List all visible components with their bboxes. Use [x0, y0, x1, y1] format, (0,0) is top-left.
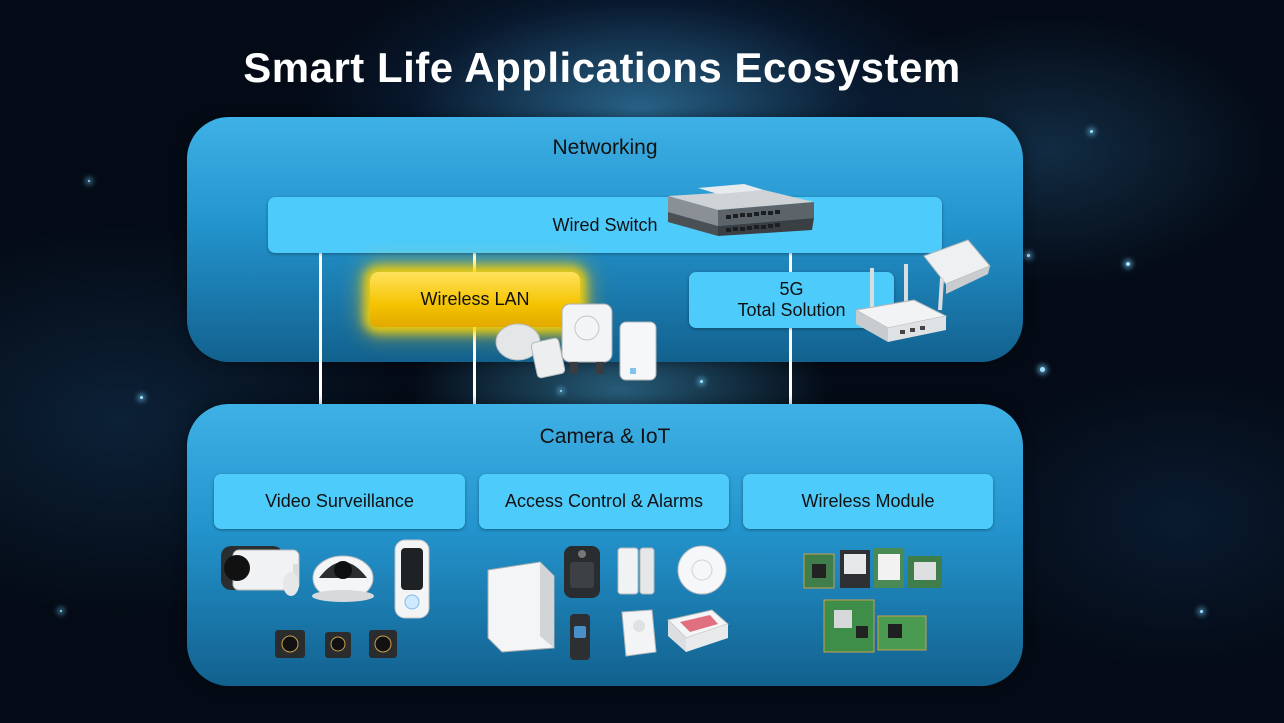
- networking-title: Networking: [552, 136, 658, 159]
- wireless-lan-box: Wireless LAN: [370, 272, 580, 327]
- wireless-access-point-icon: [495, 303, 657, 381]
- camera-iot-title: Camera & IoT: [539, 425, 671, 448]
- category-label: Wireless Module: [801, 491, 935, 511]
- category-label: Access Control & Alarms: [504, 491, 704, 511]
- security-camera-icon: [221, 539, 430, 658]
- connector-line: [319, 253, 322, 405]
- 5g-router-icon: [854, 239, 991, 342]
- connector-line: [473, 253, 476, 405]
- category-access-control: Access Control & Alarms: [479, 474, 729, 529]
- 5g-line-2: Total Solution: [737, 300, 846, 320]
- access-control-devices-icon: [487, 545, 729, 660]
- wireless-module-icon: [803, 548, 942, 653]
- wired-switch-box: Wired Switch: [268, 197, 942, 253]
- connector-line: [789, 253, 792, 405]
- category-video-surveillance: Video Surveillance: [214, 474, 465, 529]
- category-label: Video Surveillance: [265, 491, 414, 511]
- network-switch-icon: [668, 184, 814, 236]
- page-title: Smart Life Applications Ecosystem: [243, 44, 961, 91]
- wireless-lan-label: Wireless LAN: [420, 289, 530, 309]
- wired-switch-label: Wired Switch: [552, 214, 658, 235]
- category-wireless-module: Wireless Module: [743, 474, 993, 529]
- 5g-line-1: 5G: [779, 279, 804, 299]
